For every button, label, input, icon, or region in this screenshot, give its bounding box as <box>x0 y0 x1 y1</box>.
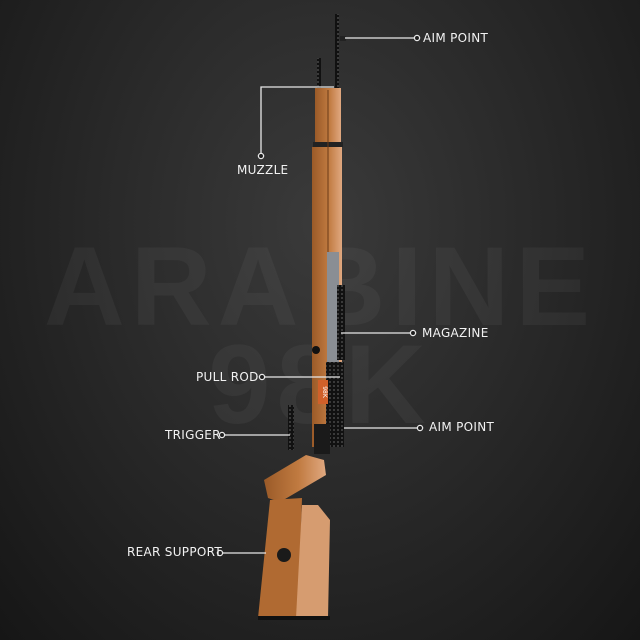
cleaning-rod <box>317 58 321 90</box>
mark-plate <box>318 380 328 404</box>
front-sight-rod <box>335 14 339 90</box>
front-sight <box>340 36 346 41</box>
callout-muzzle: MUZZLE <box>237 163 289 177</box>
callout-aim-point-rear: AIM POINT <box>429 420 495 434</box>
callout-pull-rod: PULL ROD <box>196 370 259 384</box>
callout-trigger: TRIGGER <box>165 428 221 442</box>
pull-rod-knob <box>312 346 320 354</box>
bolt-area <box>326 362 344 447</box>
stock-wrist <box>264 455 326 502</box>
model-mark: 98K <box>321 386 328 399</box>
stock-disc <box>277 548 291 562</box>
magazine-block <box>337 285 345 360</box>
butt-stock-right <box>296 505 330 618</box>
callout-lines <box>216 34 424 557</box>
trigger-guard <box>314 424 330 454</box>
callout-rear-support: REAR SUPPORT <box>127 545 222 559</box>
callout-aim-point-top: AIM POINT <box>423 31 489 45</box>
butt-plate <box>258 616 330 620</box>
grip-studs <box>288 405 294 450</box>
callout-magazine: MAGAZINE <box>422 326 489 340</box>
receiver-metal <box>327 252 339 362</box>
